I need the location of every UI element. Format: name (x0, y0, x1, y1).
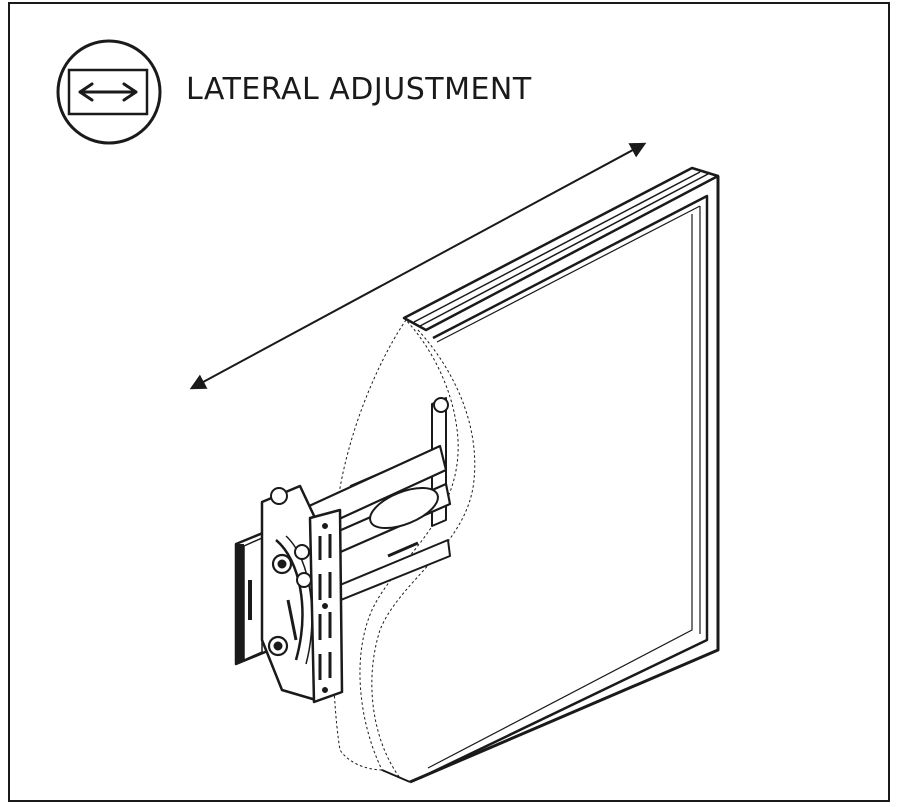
wall-mount-bracket (234, 397, 452, 704)
lateral-direction-arrow (189, 142, 647, 390)
left-right-arrow-icon (56, 39, 162, 145)
diagram-frame (8, 2, 890, 802)
tv-panel (381, 166, 720, 784)
page-title: LATERAL ADJUSTMENT (186, 72, 532, 107)
